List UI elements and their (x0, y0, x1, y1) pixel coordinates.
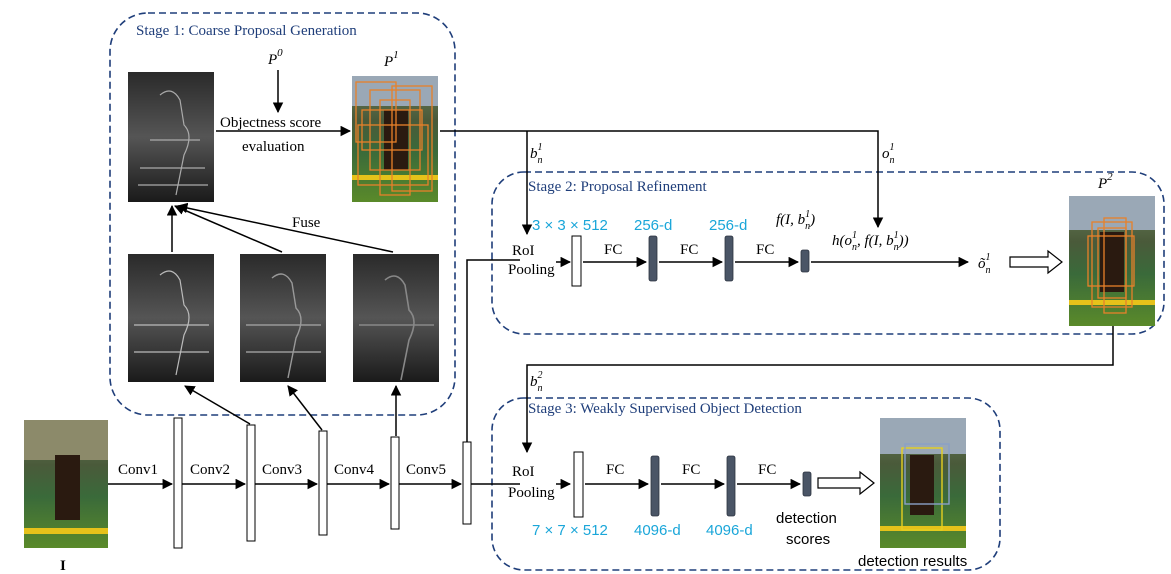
stage2-roi-block (571, 235, 582, 287)
conv5-label: Conv5 (406, 462, 446, 478)
detection-result-image (880, 418, 966, 548)
conv3-to-map-arrow (287, 385, 323, 431)
stage2-fc3-block (800, 249, 810, 273)
proposal-image-p2 (1069, 196, 1155, 326)
stage3-fc3-label: FC (758, 462, 776, 478)
stage1-title: Stage 1: Coarse Proposal Generation (136, 23, 357, 39)
conv5-block (462, 441, 472, 525)
conv1-label: Conv1 (118, 462, 158, 478)
fuse-arrow-3 (176, 202, 394, 253)
p1-label: P1 (383, 49, 399, 70)
p2-label: P2 (1097, 171, 1113, 192)
detection-results-label: detection results (858, 553, 967, 570)
stage3-dim-fc1: 4096-d (634, 522, 681, 539)
stage3-dim-fc2: 4096-d (706, 522, 753, 539)
conv2-block (246, 424, 256, 542)
p1-to-stage2-connector (440, 130, 884, 229)
objectness-label-2: evaluation (242, 139, 305, 155)
stage3-fc3-block (802, 471, 812, 497)
stage2-box (491, 171, 1165, 335)
stage3-title: Stage 3: Weakly Supervised Object Detect… (528, 401, 802, 417)
fuse-label: Fuse (292, 215, 321, 231)
stage2-roi-label-2: Pooling (508, 262, 555, 278)
conv2-to-map-arrow (184, 385, 251, 425)
conv3-edge-map-image (128, 254, 214, 382)
proposal-image-p1 (352, 76, 438, 202)
stage2-fc1-block (648, 235, 658, 282)
stage3-dim-roi: 7 × 7 × 512 (532, 522, 608, 539)
conv3-label: Conv3 (262, 462, 302, 478)
input-image (24, 420, 108, 548)
stage3-fc2-block (726, 455, 736, 517)
conv4-edge-map-image (240, 254, 326, 382)
conv2-label: Conv2 (190, 462, 230, 478)
stage2-roi-label-1: RoI (512, 243, 535, 259)
stage1-box (109, 12, 456, 416)
p0-label: P0 (267, 47, 283, 68)
fused-edge-map-image (128, 72, 214, 202)
stage2-hollow-arrow (1009, 249, 1063, 275)
stage2-fc1-label: FC (604, 242, 622, 258)
stage3-roi-label-1: RoI (512, 464, 535, 480)
conv5-to-stage2-arrow (466, 259, 520, 442)
conv1-block (173, 417, 183, 549)
input-label: I (60, 558, 66, 574)
stage3-roi-block (573, 451, 584, 518)
stage3-fc1-block (650, 455, 660, 517)
stage2-fc2-block (724, 235, 734, 282)
fuse-arrow-2 (174, 204, 283, 253)
detection-scores-label-2: scores (786, 531, 830, 548)
stage2-dim-roi: 3 × 3 × 512 (532, 217, 608, 234)
stage3-roi-label-2: Pooling (508, 485, 555, 501)
stage2-dim-fc1: 256-d (634, 217, 672, 234)
stage2-fc3-label: FC (756, 242, 774, 258)
detection-scores-label-1: detection (776, 510, 837, 527)
stage2-fc2-label: FC (680, 242, 698, 258)
conv5-edge-map-image (353, 254, 439, 382)
stage3-fc2-label: FC (682, 462, 700, 478)
stage3-fc1-label: FC (606, 462, 624, 478)
p2-to-stage3-connector (521, 326, 1114, 454)
conv4-label: Conv4 (334, 462, 375, 478)
conv4-block (390, 436, 400, 530)
stage2-title: Stage 2: Proposal Refinement (528, 179, 708, 195)
stage2-dim-fc2: 256-d (709, 217, 747, 234)
conv3-block (318, 430, 328, 536)
objectness-label-1: Objectness score (220, 115, 322, 131)
stage3-hollow-arrow (817, 470, 875, 496)
